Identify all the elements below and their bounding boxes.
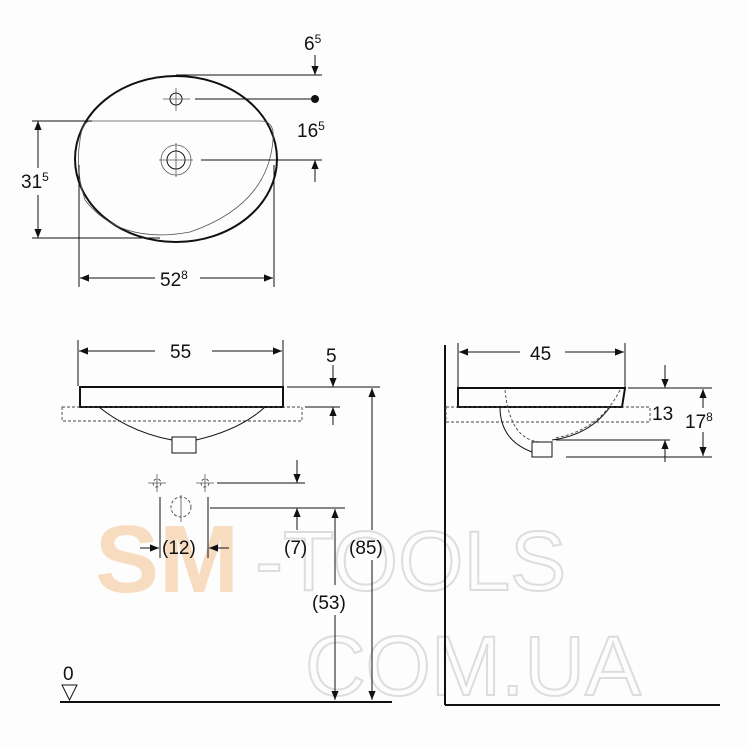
dim-tap-spacing: (12) [162, 538, 196, 559]
dim-rim: 5 [326, 346, 337, 367]
top-view: 65 165 315 528 [21, 32, 325, 291]
svg-text:-TOOLS: -TOOLS [255, 514, 566, 608]
front-view: 55 5 (7) (12) (85) (53) 0 [60, 340, 392, 703]
dim-drain-height: (53) [312, 593, 346, 614]
countertop [445, 406, 651, 423]
bowl-outline [499, 406, 611, 453]
drain-outlet [531, 441, 553, 458]
svg-text:COM.UA: COM.UA [305, 619, 641, 713]
side-view: 45 13 178 [444, 343, 720, 706]
dim-depth: 315 [21, 170, 49, 193]
dim-total-height: (85) [349, 538, 383, 559]
level-triangle-icon [61, 684, 78, 702]
svg-text:SM: SM [95, 506, 239, 613]
basin-outline [74, 75, 278, 243]
bowl-inner [504, 389, 621, 443]
dim-tap-to-drain: 165 [297, 119, 325, 142]
floor-level-label: 0 [63, 664, 74, 685]
dim-drain-offset: (7) [284, 538, 307, 559]
countertop [61, 406, 303, 422]
basin-rim [79, 386, 284, 408]
tap-hole-icon [163, 88, 190, 111]
basin-rim [457, 387, 627, 408]
dim-width: 528 [160, 268, 188, 291]
drain-icon [159, 143, 193, 177]
dim-bowl: 13 [652, 404, 673, 425]
drain-outlet [171, 436, 197, 454]
tap-position-icon [148, 474, 214, 522]
dim-width: 55 [170, 342, 191, 363]
watermark: SM -TOOLS COM.UA [95, 506, 642, 714]
dim-total: 178 [685, 410, 713, 433]
bowl-outline [98, 406, 266, 441]
dim-tap-offset: 65 [304, 32, 322, 55]
dim-depth: 45 [530, 344, 551, 365]
bowl-outline [77, 120, 274, 236]
